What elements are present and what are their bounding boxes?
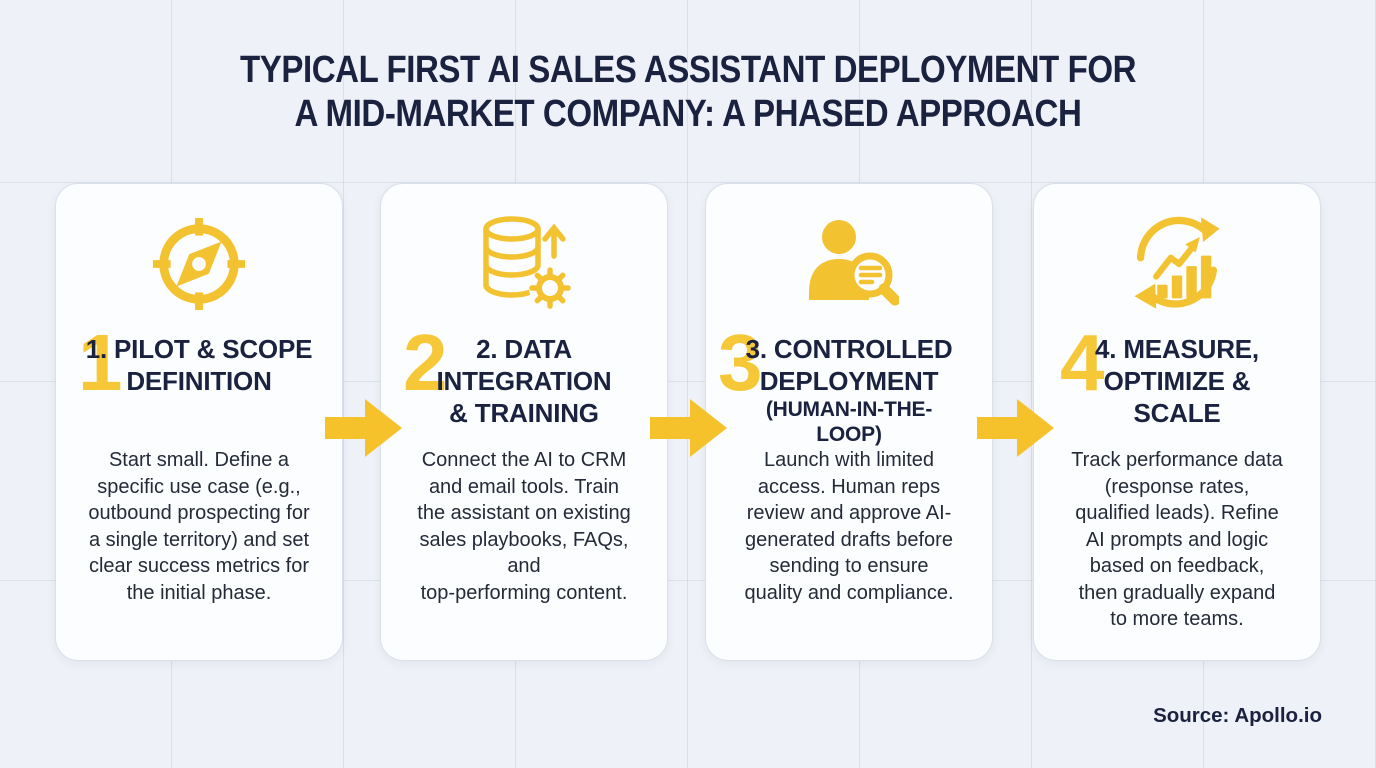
growth-cycle-icon — [1034, 208, 1320, 320]
flow-arrow-icon — [650, 399, 727, 457]
phase-number: 4 — [1060, 318, 1105, 407]
phase-number: 3 — [718, 318, 763, 407]
phase-heading: 1. PILOT & SCOPE DEFINITION — [85, 334, 313, 396]
phase-card-1: 1 1. PILOT & SCOPE DEFINITION Start smal… — [55, 183, 343, 661]
phase-heading: 4. MEASURE, OPTIMIZE & SCALE — [1095, 334, 1259, 428]
phase-header: 1 1. PILOT & SCOPE DEFINITION — [56, 323, 342, 403]
person-review-icon — [706, 208, 992, 320]
phase-card-3: 3 3. CONTROLLED DEPLOYMENT (HUMAN-IN-THE… — [705, 183, 993, 661]
phase-heading: 2. DATA INTEGRATION & TRAINING — [436, 334, 612, 428]
flow-arrow-icon — [977, 399, 1054, 457]
phase-card-4: 4 4. MEASURE, OPTIMIZE & SCALE Track per… — [1033, 183, 1321, 661]
phase-heading: 3. CONTROLLED DEPLOYMENT — [745, 334, 953, 396]
phase-subheading: (HUMAN-IN-THE- LOOP) — [765, 398, 933, 446]
phase-number: 1 — [78, 318, 123, 407]
phase-description: Connect the AI to CRM and email tools. T… — [417, 449, 631, 604]
compass-icon — [56, 208, 342, 320]
source-attribution: Source: Apollo.io — [1153, 704, 1322, 727]
phase-description: Track performance data (response rates, … — [1071, 449, 1283, 630]
phase-header: 2 2. DATA INTEGRATION & TRAINING — [381, 323, 667, 429]
phase-description: Launch with limited access. Human reps r… — [744, 449, 954, 604]
page-title: TYPICAL FIRST AI SALES ASSISTANT DEPLOYM… — [239, 49, 1137, 135]
phase-header: 3 3. CONTROLLED DEPLOYMENT (HUMAN-IN-THE… — [706, 323, 992, 447]
flow-arrow-icon — [325, 399, 402, 457]
phase-number: 2 — [403, 318, 448, 407]
database-gear-icon — [381, 208, 667, 320]
phase-description: Start small. Define a specific use case … — [88, 449, 310, 604]
phase-card-2: 2 2. DATA INTEGRATION & TRAINING Connect… — [380, 183, 668, 661]
phase-header: 4 4. MEASURE, OPTIMIZE & SCALE — [1034, 323, 1320, 429]
